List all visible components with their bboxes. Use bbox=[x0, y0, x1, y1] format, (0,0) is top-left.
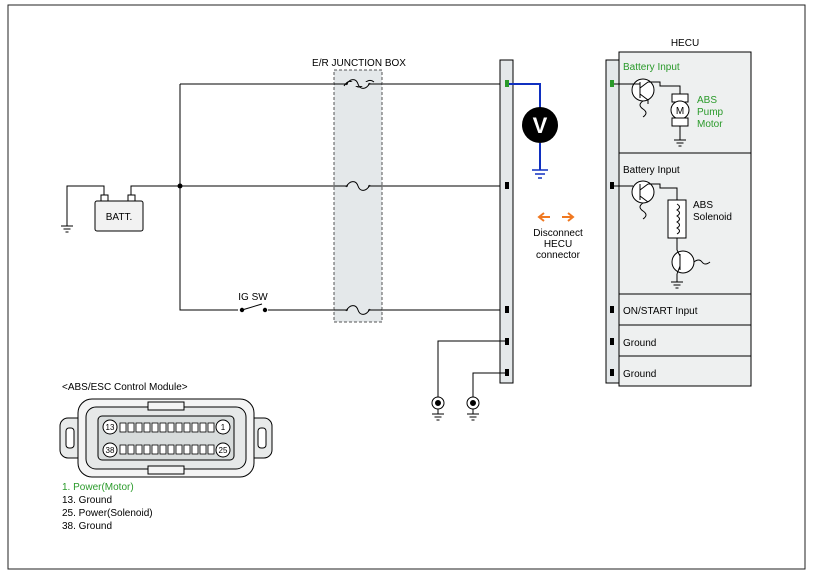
voltmeter: V bbox=[522, 107, 558, 143]
battery-label: BATT. bbox=[106, 212, 132, 223]
wire-junction-dot bbox=[177, 183, 183, 189]
solenoid-driver-transistor-icon bbox=[614, 180, 678, 220]
solenoid-label-2: Solenoid bbox=[693, 212, 732, 223]
fuse-3 bbox=[334, 305, 382, 315]
disconnect-line-3: connector bbox=[536, 250, 581, 261]
pump-driver-transistor-icon bbox=[614, 78, 681, 118]
ignition-switch: IG SW bbox=[238, 292, 268, 313]
control-module-title: <ABS/ESC Control Module> bbox=[62, 382, 188, 393]
motor-label-3: Motor bbox=[697, 119, 723, 130]
pin-38-label: 38 bbox=[106, 446, 115, 455]
fuse-1 bbox=[334, 79, 382, 89]
pin-legend-item: 1. Power(Motor) bbox=[62, 482, 134, 493]
pin-row-bottom bbox=[119, 444, 215, 455]
pin-legend-item: 13. Ground bbox=[62, 495, 112, 506]
disconnect-line-2: HECU bbox=[544, 239, 572, 250]
hecu-ground-1: Ground bbox=[623, 338, 656, 349]
disconnect-arrows bbox=[537, 212, 575, 222]
pin-25-label: 25 bbox=[219, 446, 228, 455]
motor-label-2: Pump bbox=[697, 107, 724, 118]
hecu-title: HECU bbox=[671, 38, 699, 49]
harness-connector bbox=[499, 59, 514, 384]
motor-label-1: ABS bbox=[697, 95, 717, 106]
motor-symbol: M bbox=[676, 106, 684, 117]
disconnect-line-1: Disconnect bbox=[533, 228, 583, 239]
pin-legend: 1. Power(Motor) 13. Ground 25. Power(Sol… bbox=[62, 482, 153, 532]
solenoid-label-1: ABS bbox=[693, 200, 713, 211]
ignition-switch-label: IG SW bbox=[238, 292, 268, 303]
junction-box: E/R JUNCTION BOX bbox=[312, 58, 406, 323]
motor-icon: M bbox=[670, 93, 690, 147]
control-module-connector: 13 1 38 25 bbox=[59, 398, 273, 478]
solenoid-coil-icon bbox=[667, 199, 687, 250]
voltmeter-probe bbox=[509, 83, 548, 179]
solenoid-output-transistor-icon bbox=[671, 249, 711, 289]
pin-25-badge: 25 bbox=[215, 442, 231, 458]
pin-row-top bbox=[119, 422, 215, 433]
battery: BATT. bbox=[94, 194, 144, 232]
disconnect-note: Disconnect HECU connector bbox=[533, 212, 583, 261]
power-wiring bbox=[130, 83, 505, 311]
hecu-ground-2: Ground bbox=[623, 369, 656, 380]
hecu-on-start-input: ON/START Input bbox=[623, 306, 698, 317]
pin-legend-item: 25. Power(Solenoid) bbox=[62, 508, 153, 519]
diagram-frame bbox=[7, 4, 806, 570]
pin-38-badge: 38 bbox=[102, 442, 118, 458]
junction-box-title: E/R JUNCTION BOX bbox=[312, 58, 406, 69]
pin-1-label: 1 bbox=[221, 423, 226, 432]
battery-ground bbox=[61, 185, 105, 233]
pin-13-label: 13 bbox=[106, 423, 115, 432]
hecu-pump-battery-input: Battery Input bbox=[623, 62, 680, 73]
connector-grounds bbox=[431, 340, 505, 421]
fuse-2 bbox=[334, 181, 382, 191]
pin-13-badge: 13 bbox=[102, 419, 118, 435]
hecu-solenoid-battery-input: Battery Input bbox=[623, 165, 680, 176]
pin-legend-item: 38. Ground bbox=[62, 521, 112, 532]
pin-1-badge: 1 bbox=[215, 419, 231, 435]
hecu-module: HECU Battery Input M bbox=[605, 38, 752, 387]
voltmeter-symbol: V bbox=[533, 113, 548, 138]
